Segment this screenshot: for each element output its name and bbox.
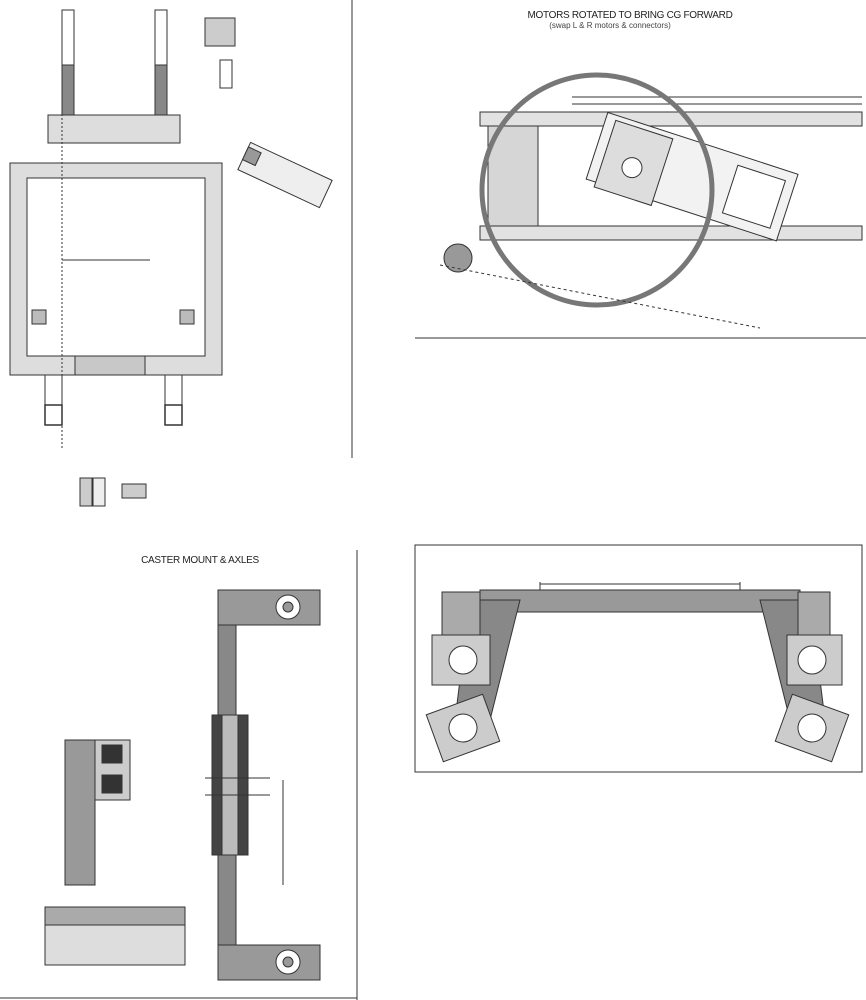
turning-circle [479,72,715,308]
top-bar [479,589,801,613]
rotated-motor [585,111,799,242]
panel-border [414,544,863,773]
lower-rail [479,225,863,241]
upper-rail [479,111,863,127]
frame-inner [26,177,206,357]
rotated-detail [237,141,333,209]
motors-panel-title: MOTORS ROTATED TO BRING CG FORWARD [527,10,733,21]
bracket [64,739,96,886]
top-arm [217,589,321,626]
motors-rotated-view [415,72,866,339]
hinge-detail [79,477,147,507]
frame-plan-view [9,0,353,507]
motors-panel-subtitle: (swap L & R motors & connectors) [549,21,671,30]
frame-front-view [414,544,863,773]
caster-wheel [443,243,473,273]
caster-panel-title: CASTER MOUNT & AXLES [141,555,259,566]
caster-mount-view [0,550,358,1000]
crossbar [47,114,181,144]
bottom-arm [217,944,321,981]
